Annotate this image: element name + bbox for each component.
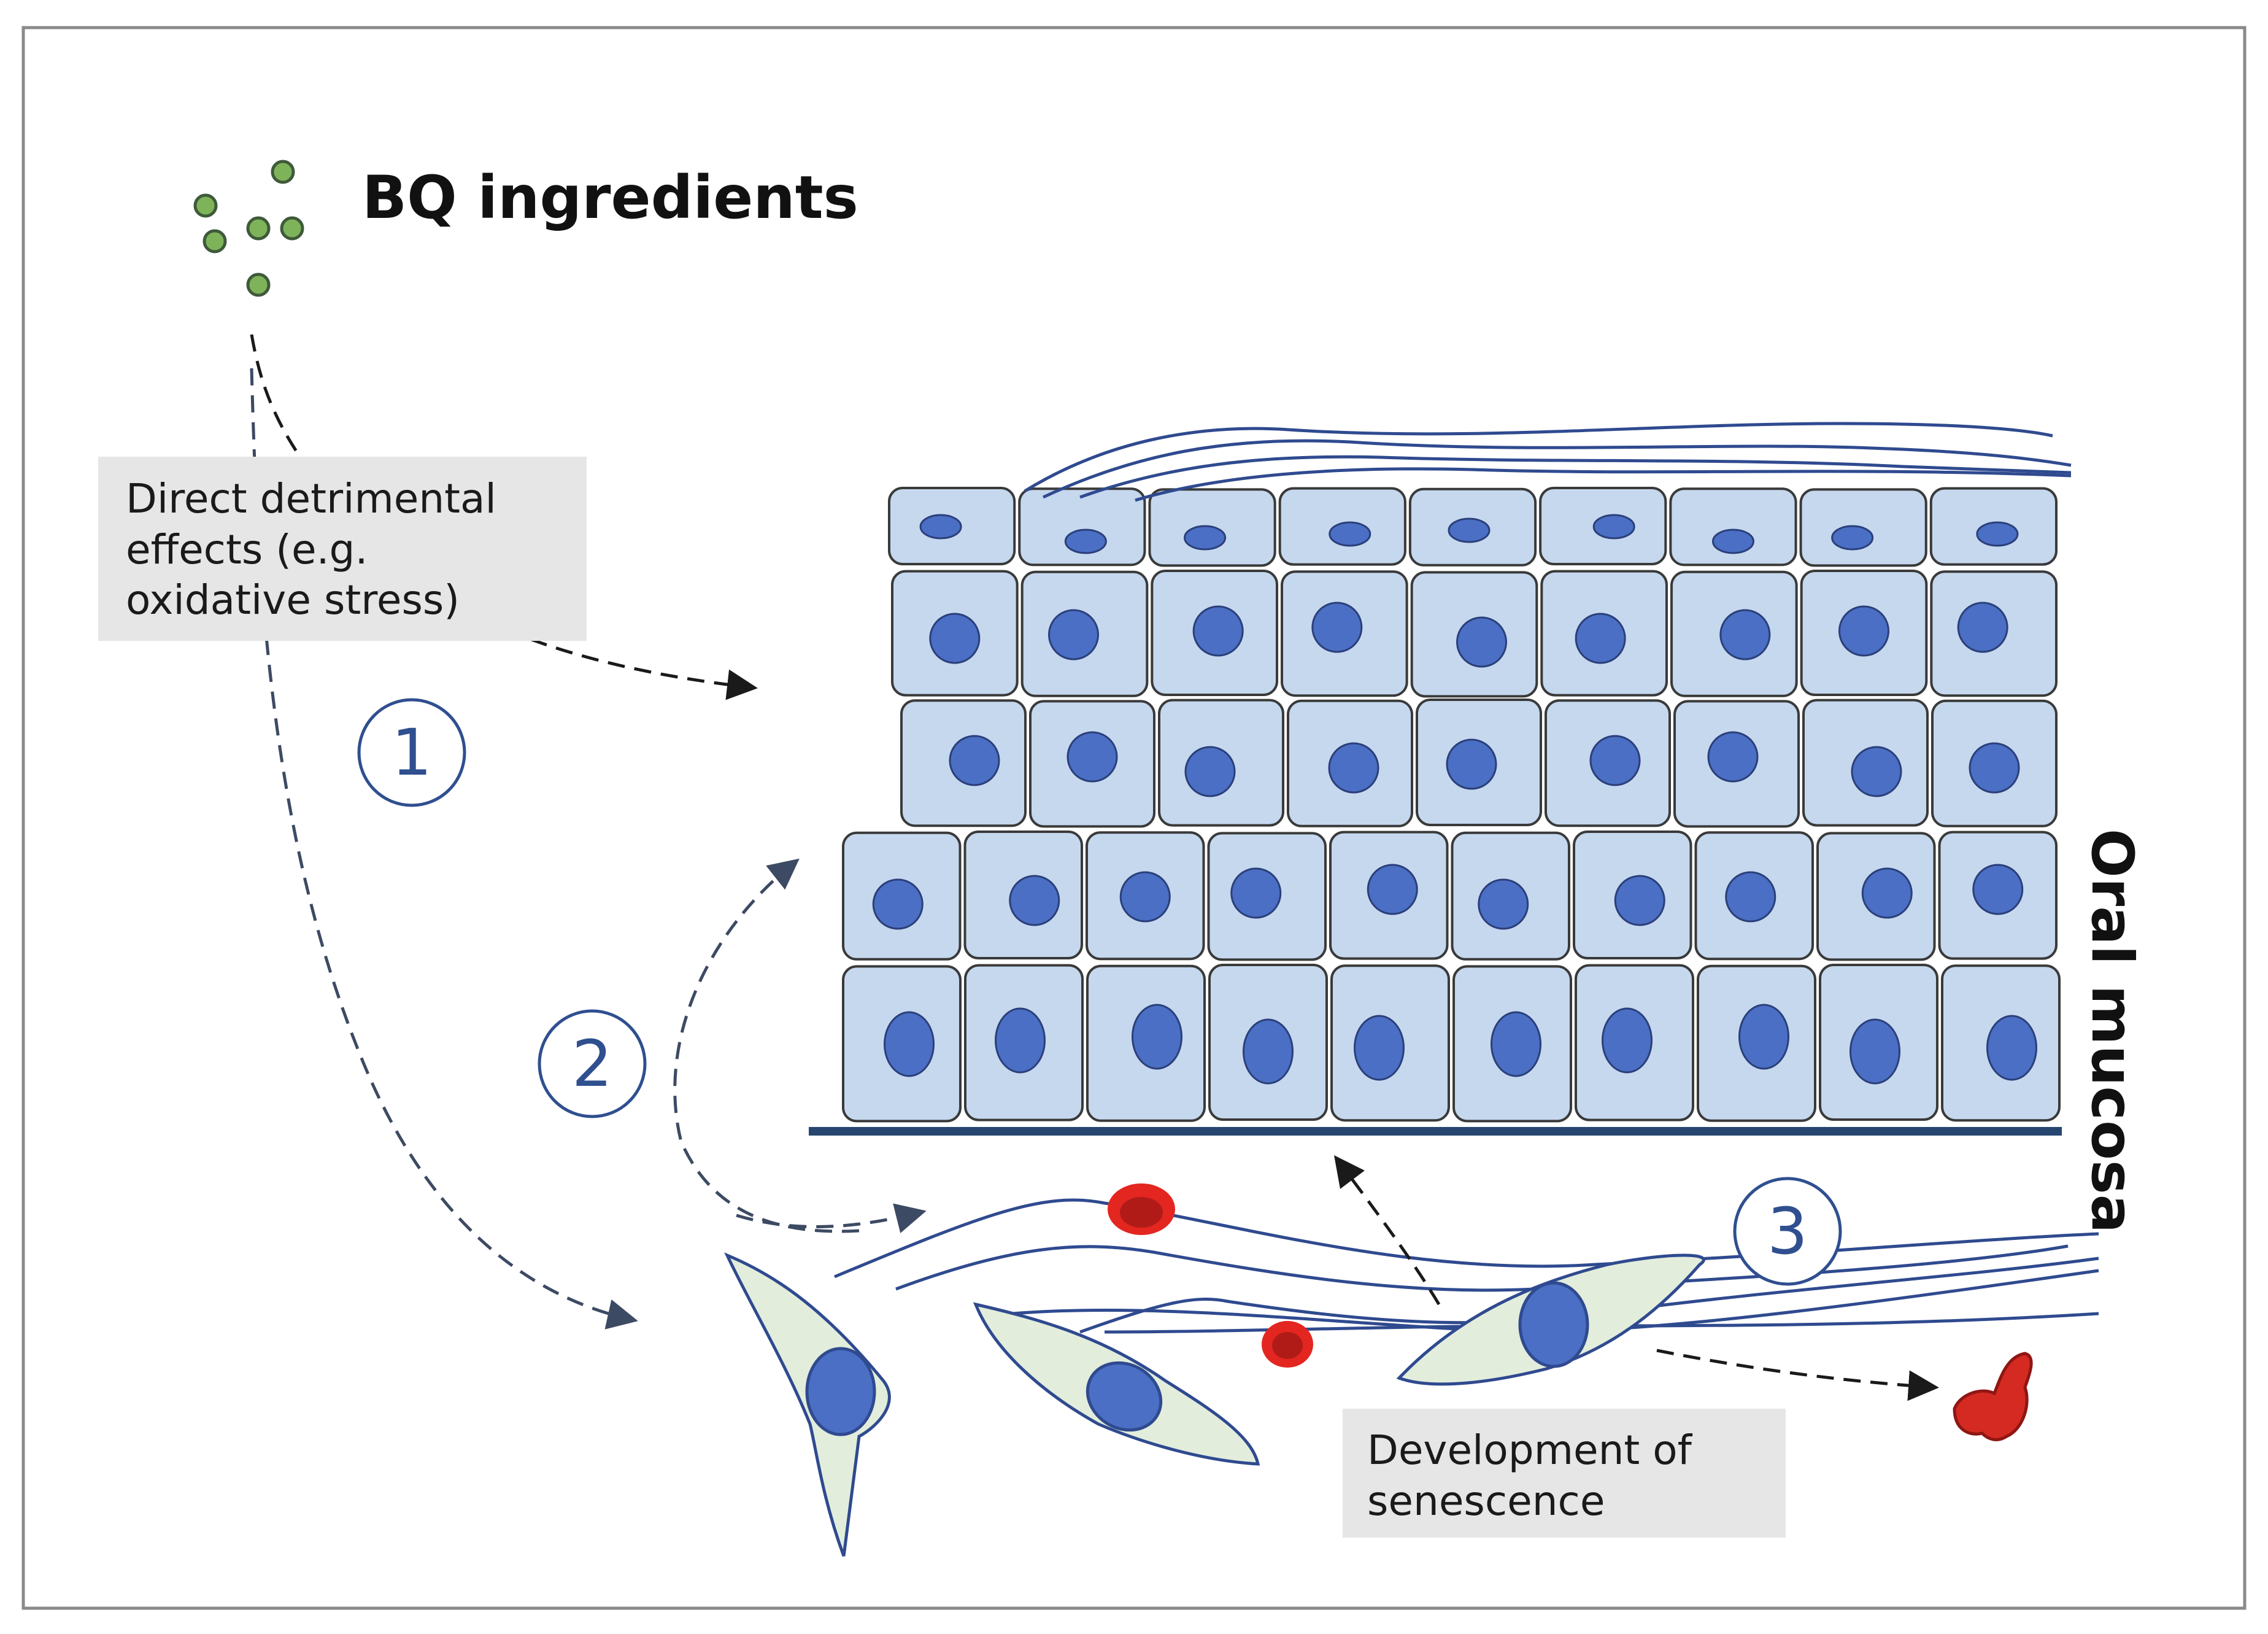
epithelial-nucleus: [1048, 609, 1099, 660]
epithelial-nucleus: [1851, 746, 1902, 797]
particle: [202, 229, 227, 254]
step-circle-2: [538, 1009, 647, 1118]
epithelial-nucleus: [1972, 864, 2024, 915]
epithelial-nucleus: [1719, 609, 1771, 660]
diagram-title: BQ ingredients: [362, 163, 858, 232]
label-effect-3-line1: Development of: [1367, 1427, 1693, 1474]
epithelium: [842, 487, 2061, 1123]
epithelial-nucleus: [1243, 1018, 1294, 1085]
figure-border: [21, 26, 2247, 1610]
surface-fibers: [1024, 422, 2072, 502]
epithelial-nucleus: [1969, 742, 2020, 794]
fibroblast-nucleus: [1518, 1281, 1589, 1368]
step-number-2: 2: [572, 1026, 612, 1101]
epithelial-nucleus: [1184, 746, 1236, 797]
epithelial-nucleus: [1707, 731, 1759, 783]
epithelial-nucleus: [1354, 1015, 1405, 1081]
epithelial-nucleus: [1957, 602, 2008, 653]
arrow-3: [1334, 1155, 1441, 1306]
step-number-3: 3: [1767, 1194, 1808, 1269]
epithelial-nucleus: [1132, 1004, 1182, 1070]
epithelial-nucleus: [1367, 864, 1418, 915]
epithelial-nucleus: [884, 1011, 935, 1077]
epithelial-nucleus: [1478, 878, 1529, 930]
epithelial-nucleus: [1711, 529, 1754, 554]
epithelial-nucleus: [1602, 1007, 1653, 1074]
epithelial-nucleus: [1738, 1004, 1789, 1070]
red-cells: [1108, 1183, 2033, 1441]
epithelial-nucleus: [1861, 867, 1913, 919]
label-effect-1-line1: Direct detrimental: [126, 475, 496, 522]
arrow-2b: [736, 1203, 927, 1233]
epithelial-nucleus: [1491, 1011, 1541, 1077]
epithelial-nucleus: [1448, 517, 1491, 543]
epithelial-nucleus: [1986, 1015, 2037, 1081]
arrows: [250, 334, 1939, 1401]
basement-membrane: [809, 1127, 2062, 1136]
epithelial-nucleus: [1064, 529, 1107, 554]
label-box-effect-3: [1343, 1409, 1786, 1538]
red-blood-cell-core: [1272, 1332, 1303, 1359]
label-effect-3-line2: senescence: [1367, 1477, 1605, 1525]
epithelial-nucleus: [1328, 742, 1379, 794]
step-circle-3: [1733, 1177, 1842, 1286]
epithelial-nucleus: [1725, 871, 1776, 923]
tissue-label: Oral mucosa: [2078, 829, 2145, 1233]
epithelial-cell: [1018, 487, 1146, 567]
arrow-1: [250, 334, 758, 700]
epithelial-nucleus: [1066, 731, 1118, 783]
label-box-effect-1: [98, 457, 587, 641]
arrow-2a: [673, 858, 860, 1233]
senescent-cell: [1953, 1352, 2033, 1441]
epithelial-cell: [1669, 487, 1797, 567]
particle: [280, 216, 304, 241]
bq-particles: [193, 160, 304, 297]
epithelial-nucleus: [1192, 605, 1244, 657]
epithelial-nucleus: [929, 613, 981, 664]
epithelial-nucleus: [1446, 738, 1497, 790]
epithelial-nucleus: [872, 878, 924, 930]
epithelial-nucleus: [1850, 1018, 1900, 1085]
epithelial-nucleus: [1119, 871, 1171, 923]
step-number-1: 1: [392, 715, 432, 790]
label-effect-1-line2: effects (e.g.: [126, 526, 368, 573]
step-markers: 1 2 3: [357, 698, 1842, 1286]
epithelial-nucleus: [1009, 875, 1060, 926]
step-circle-1: [357, 698, 466, 807]
red-blood-cell-core: [1120, 1197, 1163, 1228]
epithelial-nucleus: [1838, 605, 1889, 657]
epithelial-nucleus: [1311, 602, 1363, 653]
particle: [246, 273, 271, 297]
epithelial-nucleus: [919, 514, 962, 540]
epithelial-nucleus: [1184, 525, 1227, 551]
fibroblast-nucleus: [805, 1347, 876, 1436]
particle: [246, 216, 271, 241]
connective-fibers: [834, 1198, 2099, 1334]
epithelial-nucleus: [995, 1007, 1046, 1074]
epithelial-nucleus: [1575, 613, 1626, 664]
epithelial-nucleus: [1614, 875, 1665, 926]
epithelial-nucleus: [1456, 616, 1507, 668]
epithelial-nucleus: [1831, 525, 1874, 551]
arrow-1b: [250, 368, 638, 1330]
particle: [271, 160, 295, 184]
epithelial-nucleus: [949, 735, 1000, 786]
epithelial-nucleus: [1329, 521, 1371, 547]
epithelial-nucleus: [1230, 867, 1282, 919]
particle: [193, 193, 218, 218]
fibroblast-nucleus: [1086, 1361, 1163, 1432]
epithelial-nucleus: [1592, 514, 1635, 540]
fibroblasts: [724, 1252, 1705, 1557]
epithelial-nucleus: [1976, 521, 2019, 547]
epithelial-nucleus: [1589, 735, 1641, 786]
label-effect-1-line3: oxidative stress): [126, 576, 460, 624]
arrow-senescence: [1656, 1349, 1939, 1401]
